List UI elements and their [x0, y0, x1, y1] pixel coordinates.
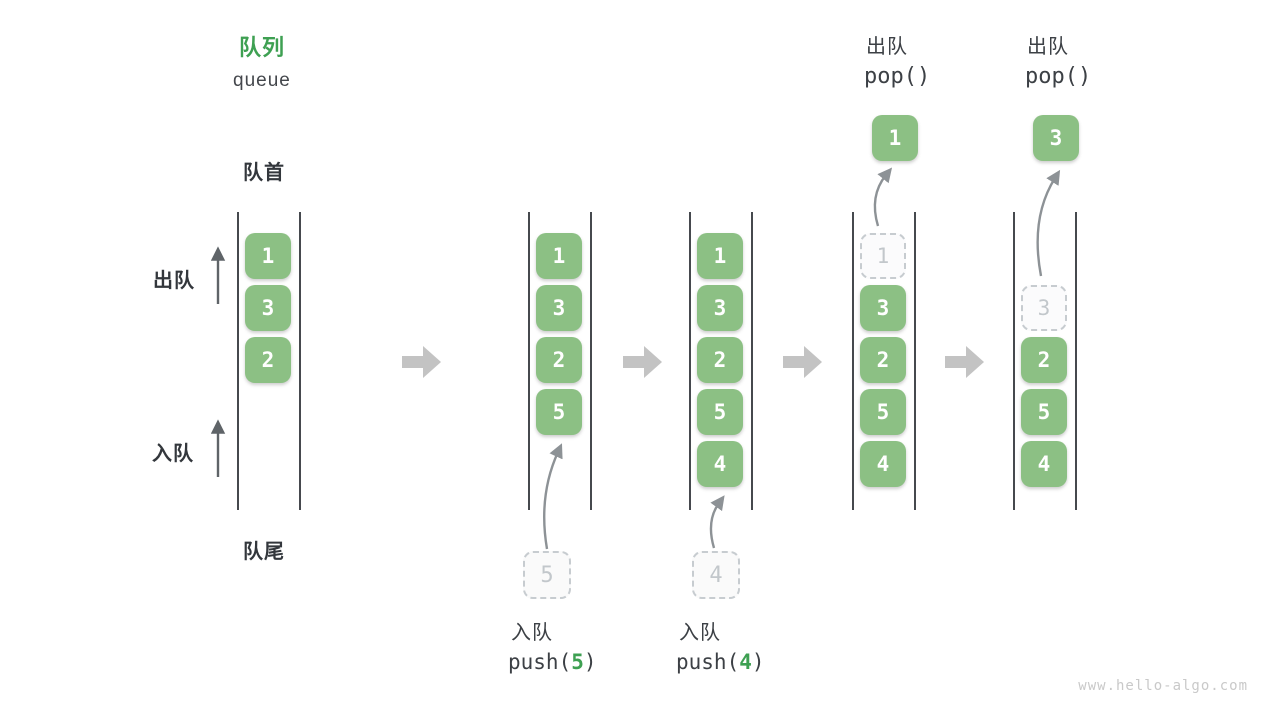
push-op-code: push(5) [508, 650, 597, 674]
queue-cell: 4 [697, 441, 743, 487]
diagram-subtitle: queue [233, 70, 291, 91]
queue-cell-ghost: 1 [860, 233, 906, 279]
push-4-arrow [709, 495, 725, 549]
queue-cell: 2 [697, 337, 743, 383]
queue-wall [237, 212, 239, 510]
incoming-element: 5 [523, 551, 571, 599]
pop-op-label: 出队 [866, 36, 908, 58]
push-5-arrow [543, 443, 563, 550]
queue-wall [299, 212, 301, 510]
step-arrow-icon [623, 346, 662, 378]
pop-op-code: pop() [1025, 64, 1092, 89]
step-arrow-icon [402, 346, 441, 378]
popped-element: 1 [872, 115, 918, 161]
queue-wall [852, 212, 854, 510]
queue-cell: 2 [536, 337, 582, 383]
queue-cell-ghost: 3 [1021, 285, 1067, 331]
enqueue-side-label: 入队 [152, 443, 194, 465]
popped-element: 3 [1033, 115, 1079, 161]
queue-cell: 5 [860, 389, 906, 435]
queue-wall [1075, 212, 1077, 510]
queue-cell: 5 [1021, 389, 1067, 435]
queue-cell: 2 [245, 337, 291, 383]
push-op-label: 入队 [511, 622, 553, 644]
queue-cell: 3 [245, 285, 291, 331]
queue-cell: 4 [1021, 441, 1067, 487]
queue-cell: 3 [860, 285, 906, 331]
queue-cell: 1 [245, 233, 291, 279]
pop-op-code: pop() [864, 64, 931, 89]
push-code-text: ) [583, 650, 597, 674]
queue-front-label: 队首 [243, 162, 285, 184]
step-arrow-icon [783, 346, 822, 378]
push-op-code: push(4) [676, 650, 765, 674]
watermark: www.hello-algo.com [1078, 678, 1248, 694]
step-arrow-icon [945, 346, 984, 378]
push-arg: 5 [571, 650, 584, 674]
pop-3-arrow [1036, 169, 1061, 277]
queue-cell: 4 [860, 441, 906, 487]
queue-cell: 3 [697, 285, 743, 331]
push-code-text: push( [508, 650, 572, 674]
queue-cell: 1 [536, 233, 582, 279]
queue-cell: 1 [697, 233, 743, 279]
queue-wall [914, 212, 916, 510]
queue-wall [590, 212, 592, 510]
incoming-element: 4 [692, 551, 740, 599]
queue-cell: 5 [536, 389, 582, 435]
queue-cell: 2 [1021, 337, 1067, 383]
queue-rear-label: 队尾 [243, 541, 285, 563]
queue-wall [751, 212, 753, 510]
dequeue-side-label: 出队 [153, 270, 195, 292]
queue-wall [1013, 212, 1015, 510]
pop-1-arrow [873, 167, 893, 227]
queue-cell: 2 [860, 337, 906, 383]
push-code-text: ) [751, 650, 765, 674]
queue-wall [528, 212, 530, 510]
push-op-label: 入队 [679, 622, 721, 644]
push-arg: 4 [739, 650, 752, 674]
push-code-text: push( [676, 650, 740, 674]
diagram-title: 队列 [239, 35, 286, 60]
queue-wall [689, 212, 691, 510]
queue-cell: 3 [536, 285, 582, 331]
queue-cell: 5 [697, 389, 743, 435]
pop-op-label: 出队 [1027, 36, 1069, 58]
